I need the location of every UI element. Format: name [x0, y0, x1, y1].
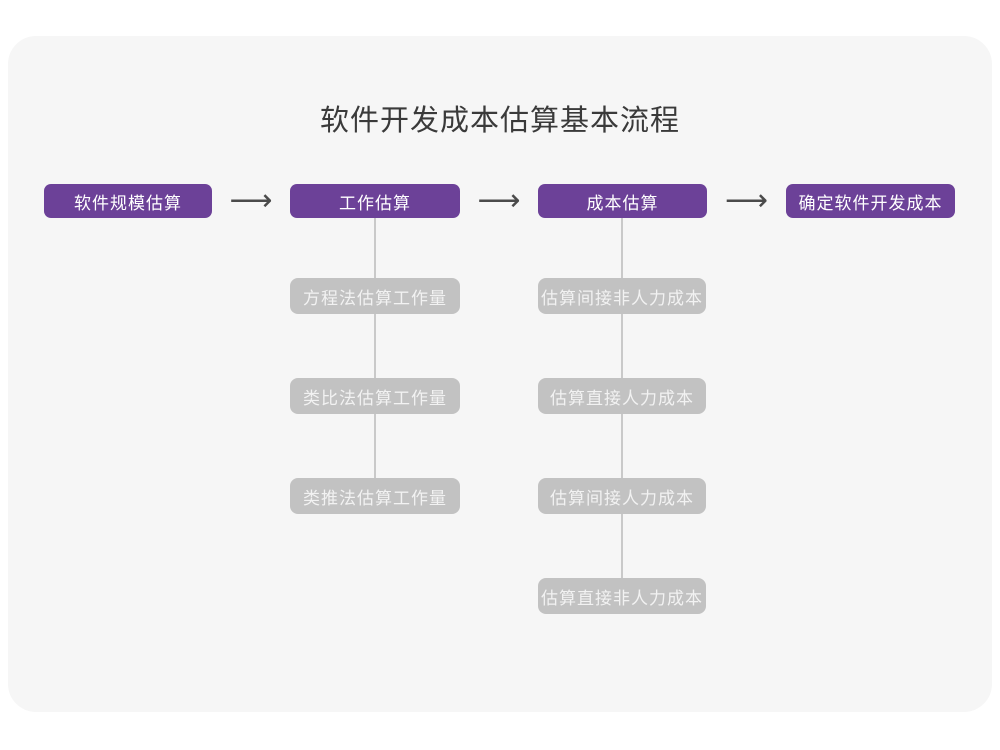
connector-line-work-estimation	[374, 218, 376, 514]
substep-analogy-method: 类比法估算工作量	[290, 378, 460, 414]
substep-equation-method: 方程法估算工作量	[290, 278, 460, 314]
flowchart-canvas	[8, 36, 992, 712]
substep-indirect-labor-cost: 估算间接人力成本	[538, 478, 706, 514]
diagram-title: 软件开发成本估算基本流程	[319, 103, 680, 137]
stage-cost-estimation: 成本估算	[538, 184, 707, 218]
connector-line-cost-estimation	[621, 218, 623, 614]
stage-software-scale-estimation: 软件规模估算	[44, 184, 212, 218]
arrow-right-icon: ⟶	[724, 182, 768, 218]
stage-work-estimation: 工作估算	[290, 184, 460, 218]
arrow-right-icon: ⟶	[477, 182, 521, 218]
substep-direct-nonlabor-cost: 估算直接非人力成本	[538, 578, 706, 614]
substep-extrapolation-method: 类推法估算工作量	[290, 478, 460, 514]
stage-determine-dev-cost: 确定软件开发成本	[786, 184, 955, 218]
arrow-right-icon: ⟶	[229, 182, 273, 218]
substep-indirect-nonlabor-cost: 估算间接非人力成本	[538, 278, 706, 314]
substep-direct-labor-cost: 估算直接人力成本	[538, 378, 706, 414]
